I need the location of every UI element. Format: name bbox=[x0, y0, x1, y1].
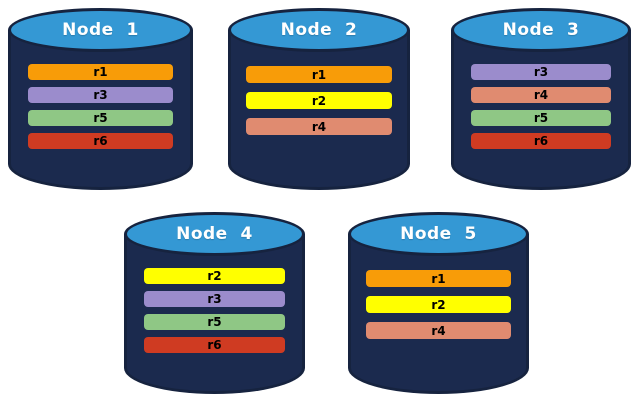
node-4-replica-r3[interactable]: r3 bbox=[143, 291, 286, 307]
node-4-replica-r2[interactable]: r2 bbox=[143, 268, 286, 284]
node-5[interactable]: Node 5 r1 r2 r4 bbox=[348, 212, 529, 394]
node-2-label: Node 2 bbox=[280, 20, 358, 40]
node-4[interactable]: Node 4 r2 r3 r5 r6 bbox=[124, 212, 305, 394]
node-2-replica-r1[interactable]: r1 bbox=[246, 66, 392, 83]
node-2[interactable]: Node 2 r1 r2 r4 bbox=[228, 8, 410, 190]
node-5-cylinder-body bbox=[348, 234, 529, 394]
node-3-replica-r6[interactable]: r6 bbox=[470, 133, 612, 149]
node-1-replica-r6[interactable]: r6 bbox=[28, 133, 173, 149]
node-3-replica-r4[interactable]: r4 bbox=[470, 87, 612, 103]
node-1-replica-r3[interactable]: r3 bbox=[28, 87, 173, 103]
node-3-label: Node 3 bbox=[502, 20, 580, 40]
node-2-replica-list: r1 r2 r4 bbox=[228, 66, 410, 135]
node-1-replica-r1[interactable]: r1 bbox=[28, 64, 173, 80]
node-4-replica-list: r2 r3 r5 r6 bbox=[124, 268, 305, 353]
node-5-replica-r4[interactable]: r4 bbox=[366, 322, 511, 339]
node-2-replica-r2[interactable]: r2 bbox=[246, 92, 392, 109]
node-4-replica-r5[interactable]: r5 bbox=[143, 314, 286, 330]
node-3-cylinder-top: Node 3 bbox=[451, 8, 631, 52]
node-2-replica-r4[interactable]: r4 bbox=[246, 118, 392, 135]
node-4-label: Node 4 bbox=[176, 224, 253, 244]
node-4-cylinder-top: Node 4 bbox=[124, 212, 305, 256]
node-1-label: Node 1 bbox=[62, 20, 139, 40]
node-2-cylinder-top: Node 2 bbox=[228, 8, 410, 52]
node-1-cylinder-top: Node 1 bbox=[8, 8, 193, 52]
node-1[interactable]: Node 1 r1 r3 r5 r6 bbox=[8, 8, 193, 190]
node-3-replica-r3[interactable]: r3 bbox=[470, 64, 612, 80]
node-1-replica-list: r1 r3 r5 r6 bbox=[8, 64, 193, 149]
node-5-cylinder-top: Node 5 bbox=[348, 212, 529, 256]
node-5-replica-r1[interactable]: r1 bbox=[366, 270, 511, 287]
node-2-cylinder-body bbox=[228, 30, 410, 190]
node-3-replica-r5[interactable]: r5 bbox=[470, 110, 612, 126]
node-5-replica-r2[interactable]: r2 bbox=[366, 296, 511, 313]
node-1-replica-r5[interactable]: r5 bbox=[28, 110, 173, 126]
node-3-replica-list: r3 r4 r5 r6 bbox=[451, 64, 631, 149]
node-5-replica-list: r1 r2 r4 bbox=[348, 270, 529, 339]
node-5-label: Node 5 bbox=[400, 224, 477, 244]
node-4-replica-r6[interactable]: r6 bbox=[143, 337, 286, 353]
node-3[interactable]: Node 3 r3 r4 r5 r6 bbox=[451, 8, 631, 190]
